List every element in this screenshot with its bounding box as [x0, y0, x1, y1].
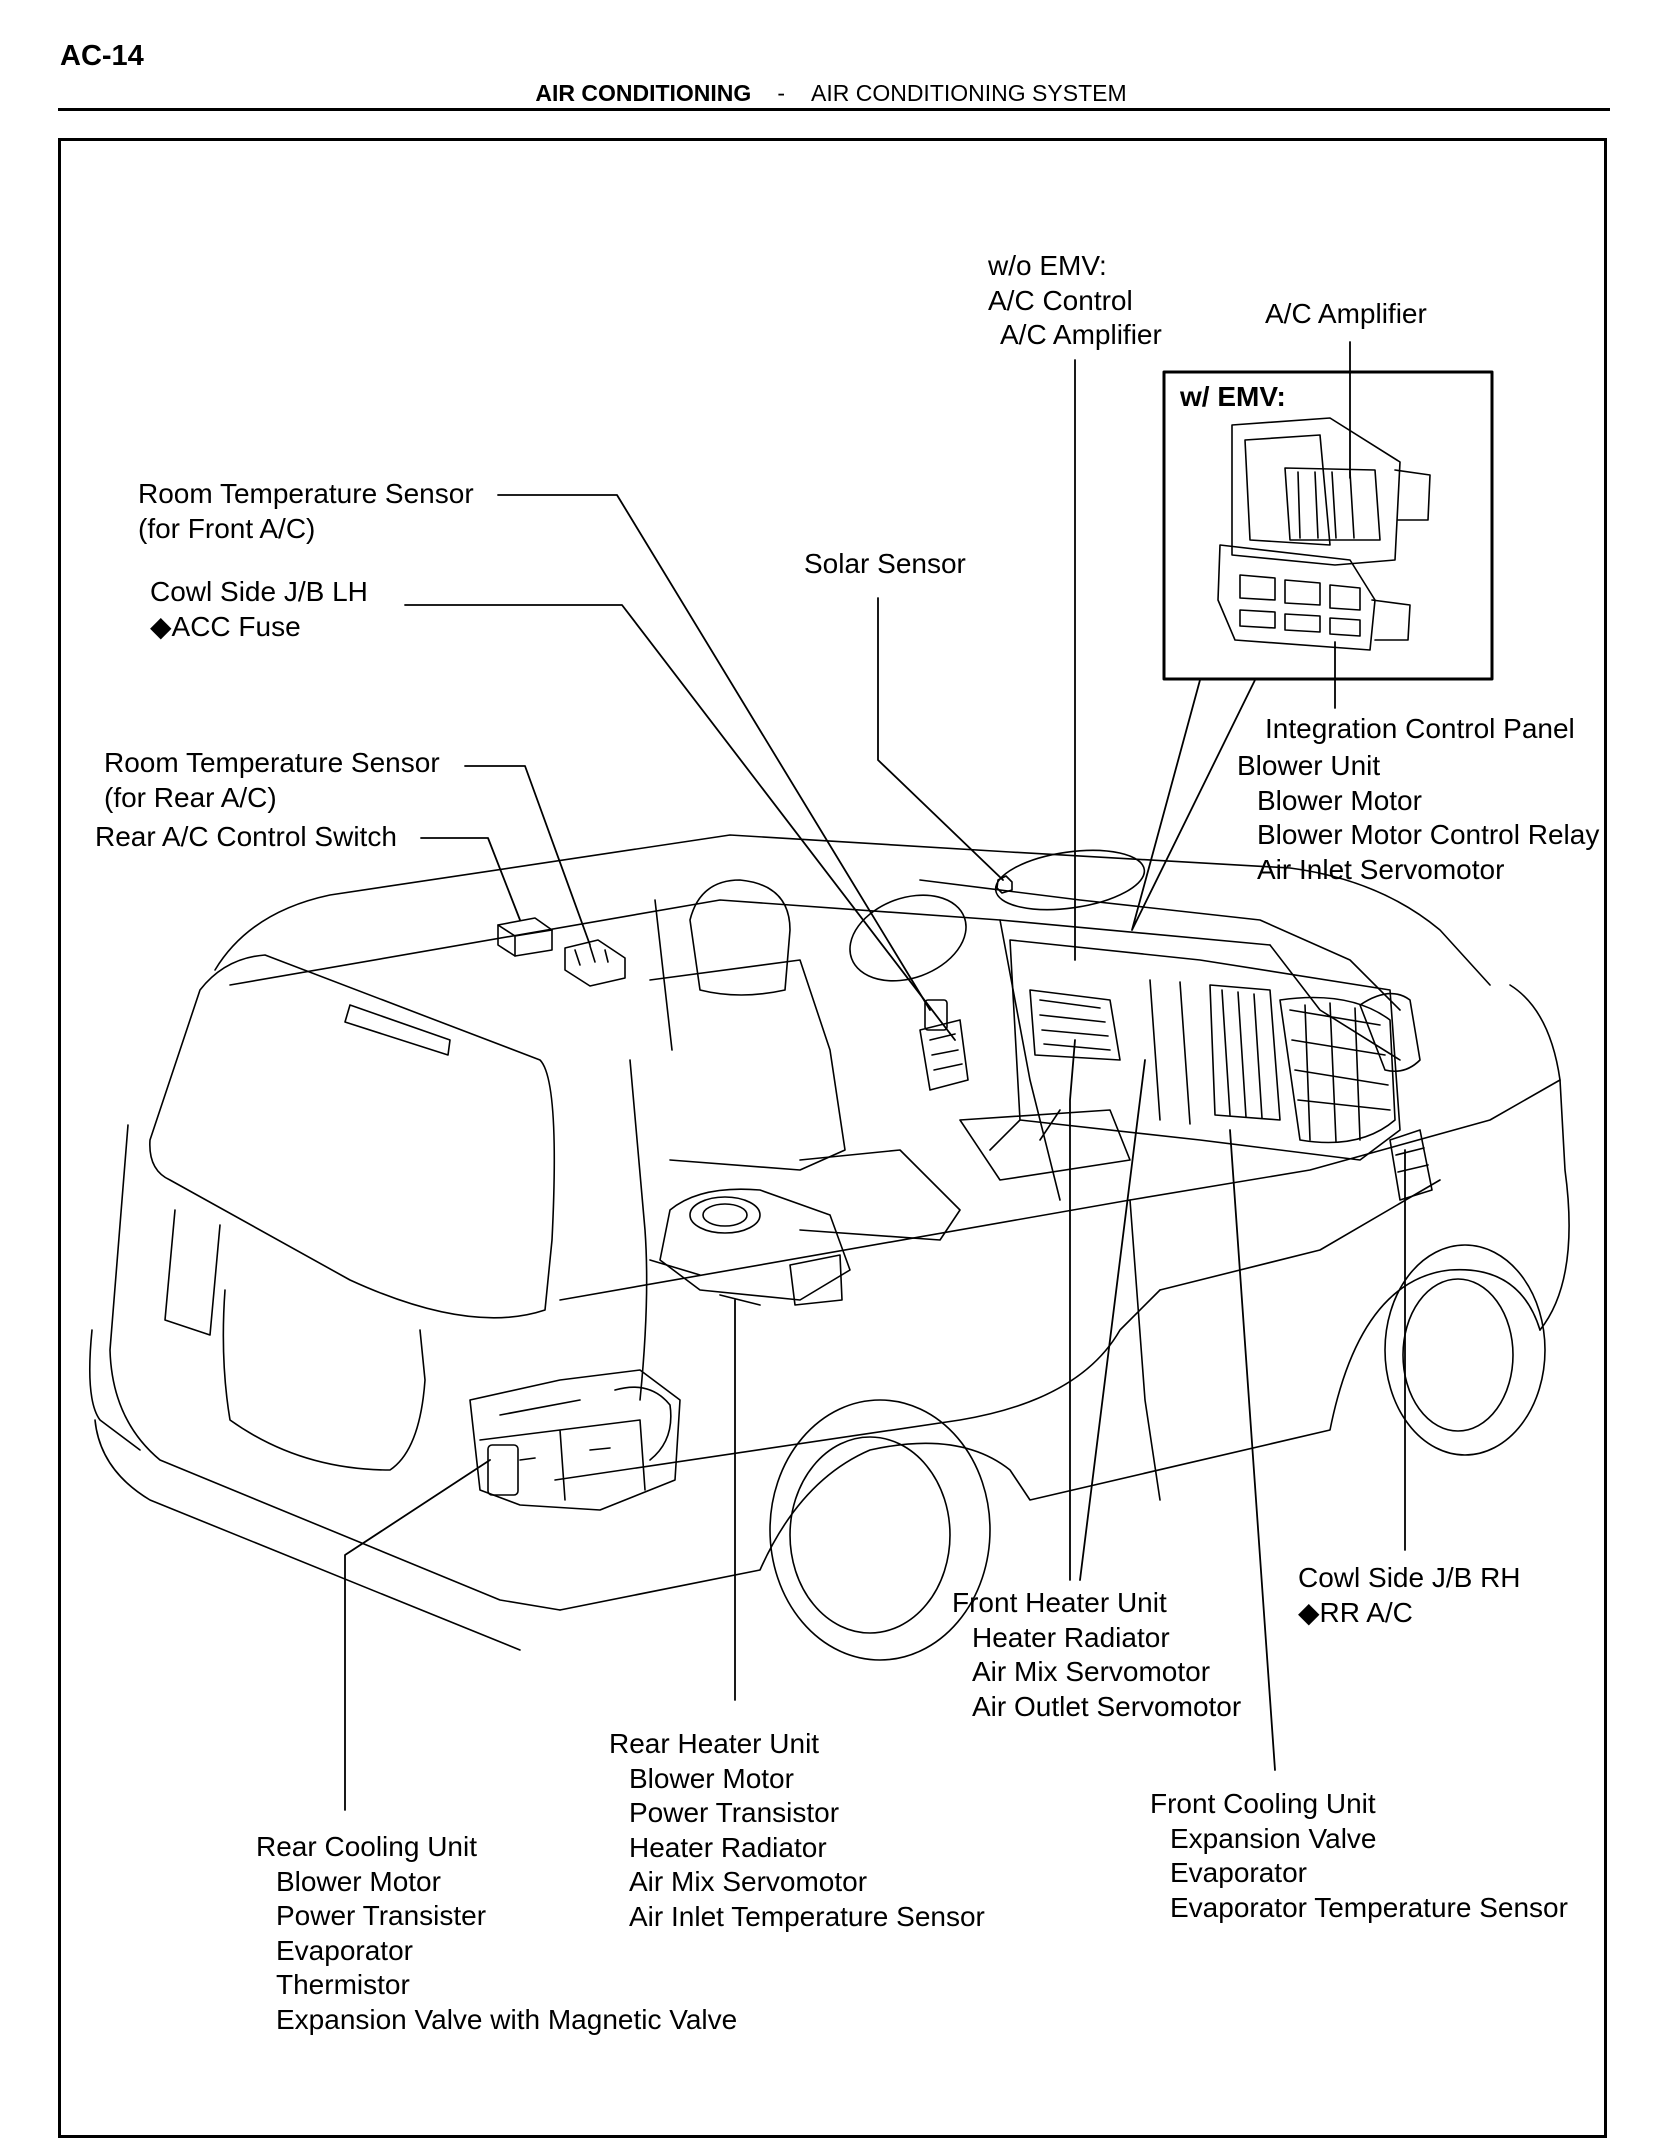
front-cooling-item: Expansion Valve — [1170, 1822, 1377, 1854]
wo-emv-heading: w/o EMV: — [988, 250, 1107, 281]
label-rear-heater-unit: Rear Heater Unit Blower Motor Power Tran… — [609, 1727, 985, 1934]
rear-heater-item: Blower Motor — [629, 1762, 794, 1794]
label-rear-ac-control-switch: Rear A/C Control Switch — [95, 821, 397, 852]
front-cooling-item: Evaporator — [1170, 1857, 1307, 1888]
front-heater-title: Front Heater Unit — [952, 1587, 1167, 1618]
rear-cooling-item: Thermistor — [276, 1969, 410, 2000]
front-heater-item: Heater Radiator — [972, 1621, 1170, 1653]
room-temp-sensor-rear — [564, 939, 626, 987]
label-room-temp-front: Room Temperature Sensor (for Front A/C) — [138, 477, 474, 546]
label-front-cooling-unit: Front Cooling Unit Expansion Valve Evapo… — [1150, 1787, 1568, 1925]
rear-heater-item: Power Transistor — [629, 1797, 840, 1828]
blower-unit-item: Blower Motor Control Relay — [1257, 819, 1600, 850]
rear-cooling-item: Expansion Valve with Magnetic Valve — [276, 2003, 738, 2035]
emv-inset-box — [1162, 370, 1494, 681]
label-w-emv: w/ EMV: — [1180, 381, 1286, 412]
page-header: AIR CONDITIONING-AIR CONDITIONING SYSTEM — [0, 80, 1662, 107]
front-cooling-item: Evaporator Temperature Sensor — [1170, 1891, 1568, 1923]
blower-unit-title: Blower Unit — [1237, 750, 1381, 781]
rear-cooling-item: Power Transister — [276, 1900, 487, 1931]
subsection-title: AIR CONDITIONING SYSTEM — [810, 80, 1127, 106]
wo-emv-ac-amplifier: A/C Amplifier — [1000, 319, 1162, 350]
rear-heater-item: Heater Radiator — [629, 1831, 827, 1863]
label-room-temp-rear: Room Temperature Sensor (for Rear A/C) — [104, 746, 440, 815]
rear-cooling-title: Rear Cooling Unit — [256, 1831, 477, 1862]
header-rule — [58, 108, 1610, 111]
label-integration-control-panel: Integration Control Panel — [1265, 713, 1575, 744]
label-solar-sensor: Solar Sensor — [804, 548, 966, 579]
room-temp-front-name: Room Temperature Sensor — [138, 478, 474, 509]
page-number: AC-14 — [60, 40, 144, 72]
wo-emv-ac-control: A/C Control — [988, 284, 1133, 316]
blower-unit-item: Blower Motor — [1257, 784, 1422, 816]
cowl-jb-rh — [1389, 1129, 1433, 1201]
room-temp-sensor-front — [924, 999, 948, 1031]
room-temp-rear-qualifier: (for Rear A/C) — [104, 781, 277, 813]
integration-control-panel-inset — [1217, 417, 1431, 651]
label-cowl-side-jb-rh: Cowl Side J/B RH ◆RR A/C — [1298, 1561, 1521, 1630]
rear-heater-unit — [649, 1188, 851, 1306]
leader-lines — [344, 341, 1406, 1811]
cowl-lh-name: Cowl Side J/B LH — [150, 576, 368, 607]
solar-sensor — [996, 875, 1013, 894]
rear-heater-item: Air Mix Servomotor — [629, 1866, 868, 1897]
blower-unit-item: Air Inlet Servomotor — [1257, 853, 1505, 885]
label-wo-emv: w/o EMV: A/C Control A/C Amplifier — [988, 249, 1162, 353]
rear-cooling-item: Evaporator — [276, 1934, 413, 1966]
rear-cooling-unit — [469, 1369, 681, 1511]
label-rear-cooling-unit: Rear Cooling Unit Blower Motor Power Tra… — [256, 1830, 737, 2037]
header-separator: - — [777, 80, 785, 106]
vehicle-outline — [88, 834, 1570, 1661]
label-blower-unit: Blower Unit Blower Motor Blower Motor Co… — [1237, 749, 1612, 887]
label-front-heater-unit: Front Heater Unit Heater Radiator Air Mi… — [952, 1586, 1241, 1724]
cowl-rh-name: Cowl Side J/B RH — [1298, 1562, 1521, 1593]
label-ac-amplifier: A/C Amplifier — [1265, 298, 1427, 329]
cowl-jb-lh — [919, 1019, 969, 1091]
room-temp-rear-name: Room Temperature Sensor — [104, 747, 440, 778]
rear-heater-title: Rear Heater Unit — [609, 1728, 820, 1759]
front-hvac-assembly — [1009, 939, 1401, 1161]
rear-cooling-item: Blower Motor — [276, 1865, 441, 1897]
front-heater-item: Air Outlet Servomotor — [972, 1690, 1242, 1722]
room-temp-front-qualifier: (for Front A/C) — [138, 512, 316, 544]
label-cowl-side-jb-lh: Cowl Side J/B LH ◆ACC Fuse — [150, 575, 368, 644]
front-heater-item: Air Mix Servomotor — [972, 1656, 1211, 1687]
rear-ac-control-switch — [497, 917, 553, 957]
section-title: AIR CONDITIONING — [535, 80, 752, 106]
rear-heater-item: Air Inlet Temperature Sensor — [629, 1900, 985, 1932]
cowl-lh-fuse: ◆ACC Fuse — [150, 610, 301, 642]
front-cooling-title: Front Cooling Unit — [1150, 1788, 1376, 1819]
cowl-rh-relay: ◆RR A/C — [1298, 1596, 1413, 1628]
